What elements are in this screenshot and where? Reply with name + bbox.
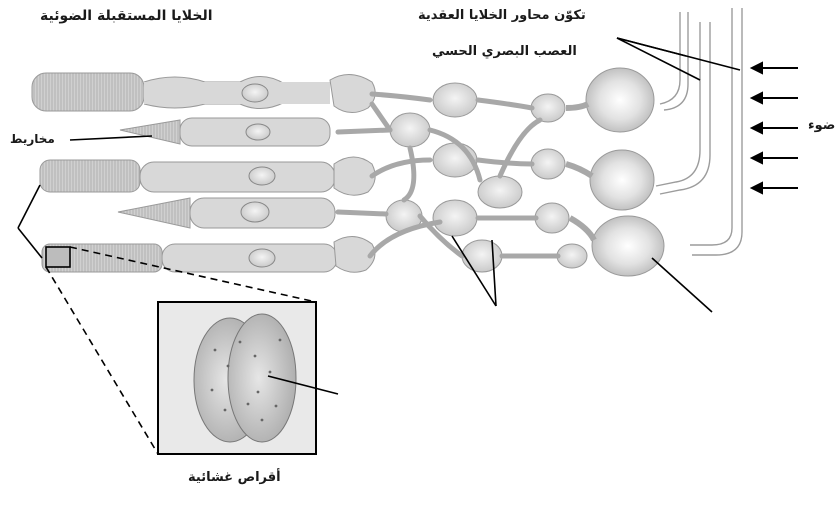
light-label: ضوء	[808, 118, 835, 133]
left-arrow-icon	[752, 183, 798, 193]
inset-dash-1	[46, 267, 158, 454]
optic-nerve-label: العصب البصري الحسي	[432, 44, 577, 59]
cone-row-2	[120, 118, 330, 146]
photoreceptor-row-5	[42, 244, 337, 272]
membrane-discs-inset	[158, 302, 316, 454]
cones-leader	[70, 136, 152, 140]
bipolar-cells	[330, 74, 587, 272]
ganglion-cells	[566, 68, 664, 276]
optic-nerve-fibers	[656, 8, 742, 255]
photoreceptor-row-3	[40, 160, 335, 192]
left-arrow-icon	[752, 123, 798, 133]
rod-leader-top	[18, 185, 40, 228]
axon-leader-3	[617, 38, 686, 56]
left-arrow-icon	[752, 153, 798, 163]
cone-row-4	[118, 198, 335, 228]
photoreceptor-row-1	[32, 73, 330, 111]
left-arrow-icon	[752, 93, 798, 103]
membrane-discs-label: أقراص غشائية	[188, 470, 281, 485]
photoreceptors-label: الخلايا المستقبلة الضوئية	[40, 8, 213, 24]
rod-leader-bottom	[18, 228, 42, 258]
ganglion-axons-label: تكوّن محاور الخلايا العقدية	[418, 8, 586, 23]
inset-source-box	[46, 247, 70, 267]
light-arrows	[752, 63, 798, 193]
cones-label: مخاريط	[10, 132, 55, 146]
ganglion-leader	[652, 258, 712, 312]
left-arrow-icon	[752, 63, 798, 73]
